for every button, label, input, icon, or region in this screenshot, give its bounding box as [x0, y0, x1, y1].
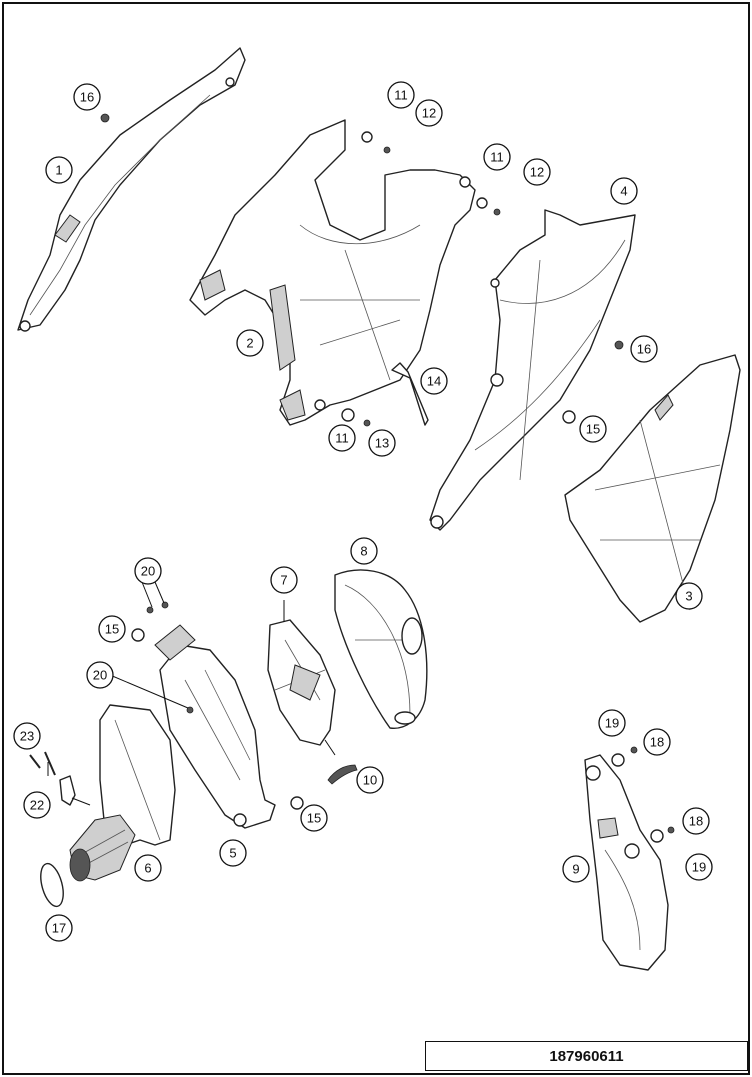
svg-text:12: 12: [530, 165, 544, 180]
svg-text:13: 13: [375, 436, 389, 451]
callout-20-mid: 20: [86, 661, 114, 689]
callout-22: 22: [23, 791, 51, 819]
part-23-screws: [29, 751, 56, 776]
callout-11-top: 11: [387, 81, 415, 109]
callout-16-right: 16: [630, 335, 658, 363]
svg-text:14: 14: [427, 374, 441, 389]
callout-9: 9: [562, 855, 590, 883]
callout-18-top: 18: [643, 728, 671, 756]
document-number: 187960611: [425, 1041, 748, 1071]
callout-14: 14: [420, 367, 448, 395]
svg-text:15: 15: [586, 422, 600, 437]
document-number-text: 187960611: [549, 1047, 624, 1065]
callout-16-left: 16: [73, 83, 101, 111]
svg-text:23: 23: [20, 729, 34, 744]
callout-19-top: 19: [598, 709, 626, 737]
part-4-side-panel: [429, 209, 636, 531]
part-7-filter-cage: [267, 600, 336, 756]
part-17-clamp: [40, 862, 64, 908]
part-8-air-filter: [334, 569, 428, 729]
svg-text:4: 4: [620, 184, 627, 199]
svg-text:22: 22: [30, 798, 44, 813]
callout-11-mid: 11: [483, 143, 511, 171]
svg-text:19: 19: [692, 860, 706, 875]
svg-text:7: 7: [280, 573, 287, 588]
svg-text:8: 8: [360, 544, 367, 559]
callout-11-bottom: 11: [328, 424, 356, 452]
callout-5: 5: [219, 839, 247, 867]
hardware-fasteners: [100, 113, 675, 843]
svg-text:2: 2: [246, 336, 253, 351]
svg-text:17: 17: [52, 921, 66, 936]
svg-text:11: 11: [490, 150, 504, 165]
callout-8: 8: [350, 537, 378, 565]
leader-lines: [47, 581, 189, 776]
callout-12-mid: 12: [523, 158, 551, 186]
svg-text:3: 3: [685, 589, 692, 604]
part-10-clip: [327, 764, 358, 785]
callout-1: 1: [45, 156, 73, 184]
callout-7: 7: [270, 566, 298, 594]
part-22-breather: [59, 775, 91, 806]
callout-19-bottom: 19: [685, 853, 713, 881]
callout-20-top: 20: [134, 557, 162, 585]
svg-text:6: 6: [144, 861, 151, 876]
callouts: 1 2 3 4 5 6 7 8 9 10 11 11 11 12 12 13 1…: [13, 81, 713, 942]
svg-text:20: 20: [141, 564, 155, 579]
svg-text:18: 18: [650, 735, 664, 750]
callout-15-left: 15: [98, 615, 126, 643]
callout-17: 17: [45, 914, 73, 942]
svg-text:15: 15: [307, 811, 321, 826]
svg-text:16: 16: [80, 90, 94, 105]
svg-text:11: 11: [335, 431, 349, 446]
part-1-side-trim: [17, 47, 246, 332]
part-5-filter-frame: [154, 624, 276, 829]
callout-6: 6: [134, 854, 162, 882]
svg-text:9: 9: [572, 862, 579, 877]
svg-text:19: 19: [605, 716, 619, 731]
part-9-bracket: [584, 754, 669, 971]
callout-13: 13: [368, 429, 396, 457]
svg-text:12: 12: [422, 106, 436, 121]
svg-text:18: 18: [689, 814, 703, 829]
svg-text:16: 16: [637, 342, 651, 357]
callout-15-center: 15: [300, 804, 328, 832]
callout-4: 4: [610, 177, 638, 205]
svg-text:20: 20: [93, 668, 107, 683]
callout-23: 23: [13, 722, 41, 750]
part-6-intake-boot: [69, 704, 176, 882]
svg-text:1: 1: [55, 163, 62, 178]
callout-2: 2: [236, 329, 264, 357]
callout-3: 3: [675, 582, 703, 610]
part-3-rear-panel: [564, 354, 741, 623]
callout-12-top: 12: [415, 99, 443, 127]
callout-18-bottom: 18: [682, 807, 710, 835]
part-2-airbox: [189, 119, 476, 426]
svg-text:10: 10: [363, 773, 377, 788]
svg-text:15: 15: [105, 622, 119, 637]
svg-text:11: 11: [394, 88, 408, 103]
callout-15-right: 15: [579, 415, 607, 443]
svg-text:5: 5: [229, 846, 236, 861]
callout-10: 10: [356, 766, 384, 794]
